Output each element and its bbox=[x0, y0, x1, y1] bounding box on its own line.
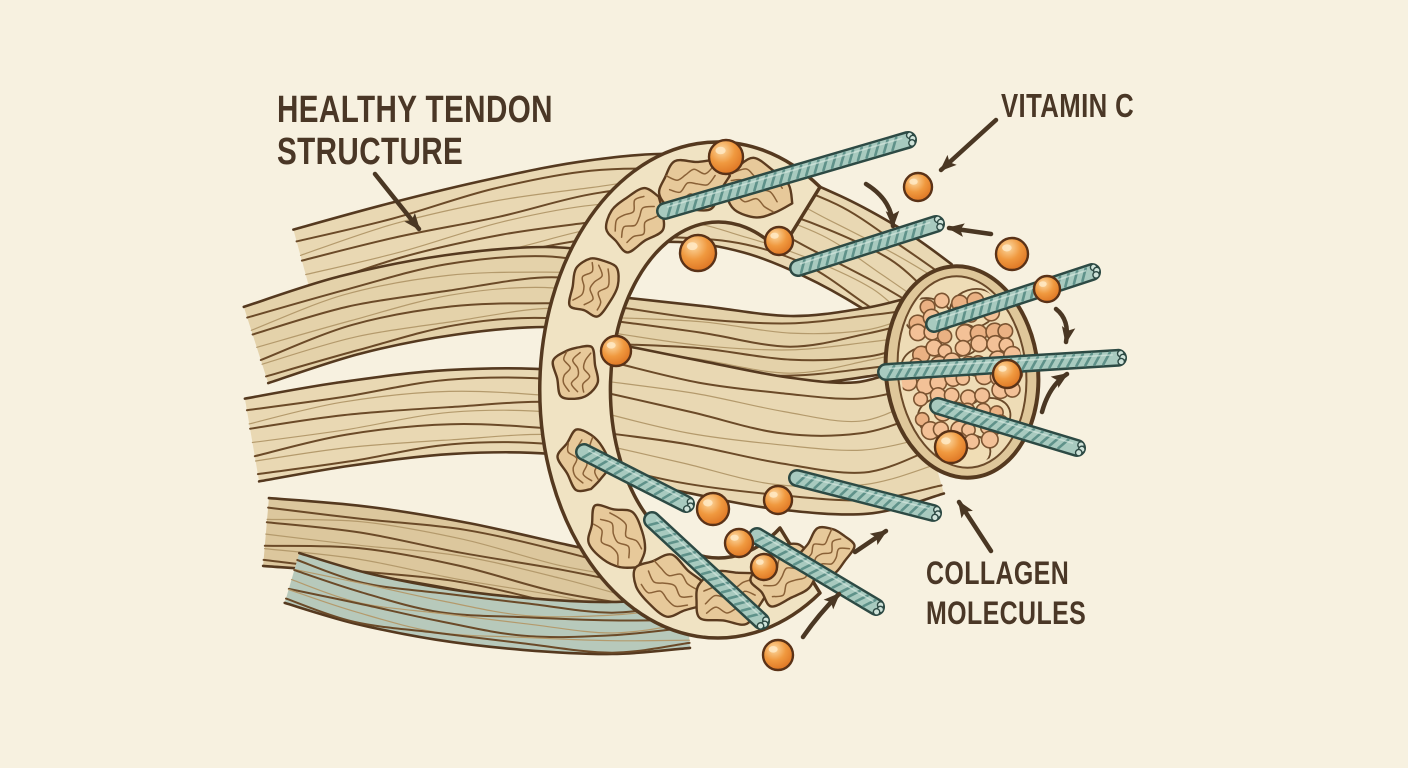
vitamin-c-molecule bbox=[991, 358, 1023, 390]
collagen-strand bbox=[656, 130, 917, 220]
vitamin-c-molecule bbox=[761, 638, 795, 672]
strand-frayed-end bbox=[905, 131, 917, 147]
fascicle-bundle bbox=[604, 186, 666, 254]
vitamin-c-molecule bbox=[933, 429, 969, 465]
strand-frayed-end bbox=[756, 616, 770, 630]
collagen-strand bbox=[643, 511, 771, 630]
vitamin-c-molecule bbox=[762, 484, 794, 516]
strand-frayed-end bbox=[931, 505, 942, 522]
strand-frayed-end bbox=[872, 601, 885, 616]
fascicle-bundle bbox=[587, 503, 647, 569]
collagen-strand bbox=[748, 527, 886, 616]
strand-frayed-end bbox=[682, 497, 695, 513]
collagen-strand bbox=[925, 263, 1102, 333]
strand-frayed-end bbox=[1089, 263, 1101, 279]
vitamin-c-group bbox=[599, 138, 1062, 672]
collagen-strand bbox=[788, 469, 943, 522]
fascicle-bundle bbox=[551, 344, 600, 401]
strand-frayed-end bbox=[933, 215, 945, 231]
label-collagen-line1: COLLAGEN bbox=[926, 556, 1069, 592]
vitamin-c-molecule bbox=[723, 527, 755, 559]
annotation-arrows bbox=[372, 117, 1076, 640]
vitamin-c-molecule bbox=[994, 236, 1030, 272]
label-collagen-line2: MOLECULES bbox=[926, 596, 1086, 632]
vitamin-c-molecule bbox=[678, 233, 718, 273]
tendon-sheath-cross-section-ring bbox=[538, 140, 856, 640]
label-vitamin-c: VITAMIN C bbox=[1001, 88, 1134, 125]
collagen-strand bbox=[789, 214, 945, 277]
fascicle-bundle bbox=[632, 553, 708, 618]
collagen-strand bbox=[575, 443, 696, 513]
vitamin-c-molecule bbox=[749, 552, 779, 582]
strand-frayed-end bbox=[1074, 441, 1086, 457]
label-healthy-tendon-line1: HEALTHY TENDON bbox=[277, 89, 553, 131]
vitamin-c-molecule bbox=[1032, 274, 1062, 304]
label-healthy-tendon-line2: STRUCTURE bbox=[277, 131, 463, 173]
vitamin-c-molecule bbox=[902, 171, 934, 203]
vitamin-c-molecule bbox=[763, 225, 795, 257]
collagen-strand bbox=[929, 397, 1087, 457]
vitamin-c-molecule bbox=[695, 491, 731, 527]
labels: HEALTHY TENDON STRUCTURE VITAMIN C COLLA… bbox=[277, 88, 1134, 632]
vitamin-c-molecule bbox=[707, 138, 745, 176]
vitamin-c-molecule bbox=[599, 334, 633, 368]
strand-frayed-end bbox=[1116, 349, 1127, 366]
fiber-band bbox=[283, 551, 692, 656]
collagen-strands-group bbox=[575, 130, 1127, 630]
fascicle-bundle bbox=[567, 257, 620, 318]
